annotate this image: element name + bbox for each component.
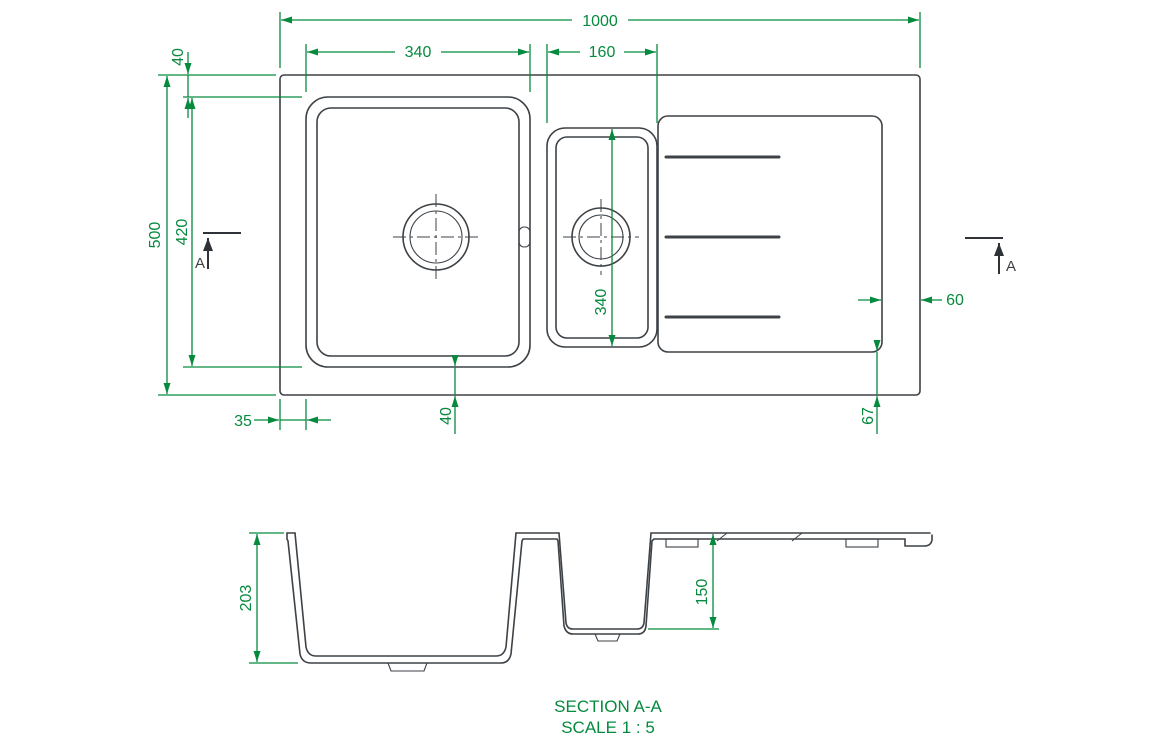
section-outer-profile bbox=[286, 532, 906, 664]
view-title: SECTION A-A SCALE 1 : 5 bbox=[554, 697, 662, 737]
main-bowl-rim bbox=[305, 96, 531, 368]
dim-label: 160 bbox=[589, 44, 616, 61]
section-scale: SCALE 1 : 5 bbox=[561, 718, 655, 737]
dim-label: 340 bbox=[405, 44, 432, 61]
dim-main-bowl-width: 340 bbox=[305, 41, 531, 92]
section-cut-marker-right: A bbox=[965, 237, 1016, 275]
mounting-clip bbox=[845, 538, 879, 548]
dim-rim-bottom: 40 bbox=[438, 355, 459, 434]
dim-label: 340 bbox=[593, 289, 610, 316]
dim-label: 60 bbox=[946, 292, 964, 309]
dim-label: 1000 bbox=[582, 13, 618, 30]
section-cut-marker-left: A bbox=[195, 232, 241, 272]
dim-rim-left: 35 bbox=[234, 399, 331, 430]
dim-main-bowl-length: 420 bbox=[174, 96, 302, 368]
drainer bbox=[657, 115, 883, 353]
main-bowl-inner bbox=[316, 107, 520, 357]
dim-main-bowl-depth: 203 bbox=[238, 532, 298, 664]
overflow-slot bbox=[518, 226, 531, 248]
section-dimensions: 203 150 bbox=[238, 532, 719, 664]
section-half-bowl-inner bbox=[558, 532, 652, 630]
half-bowl-inner bbox=[555, 136, 649, 339]
dim-label: 40 bbox=[438, 407, 455, 425]
deck-tick bbox=[791, 532, 803, 542]
dim-label: 67 bbox=[860, 407, 877, 425]
section-main-drain bbox=[387, 662, 428, 672]
plan-dimensions: 1000 500 420 40 bbox=[147, 9, 964, 434]
half-bowl-rim bbox=[546, 127, 658, 348]
dim-overall-depth: 500 bbox=[147, 74, 276, 396]
dim-half-bowl-width: 160 bbox=[546, 41, 658, 123]
mounting-clip bbox=[665, 538, 699, 548]
dim-half-bowl-depth: 150 bbox=[648, 534, 719, 630]
dim-label: 40 bbox=[170, 48, 187, 66]
section-half-drain bbox=[594, 633, 621, 642]
dim-half-bowl-length: 340 bbox=[593, 129, 616, 346]
drainer-recess bbox=[657, 115, 883, 353]
dim-label: 500 bbox=[147, 222, 164, 249]
section-right-end bbox=[904, 534, 933, 547]
section-letter: A bbox=[1006, 258, 1016, 275]
dim-drainer-edge: 60 bbox=[858, 292, 964, 309]
dim-rim-top: 40 bbox=[170, 48, 192, 118]
dim-label: 203 bbox=[238, 585, 255, 612]
half-bowl bbox=[546, 127, 658, 348]
deck-tick bbox=[716, 532, 728, 542]
section-letter: A bbox=[195, 255, 205, 272]
dim-drainer-bottom: 67 bbox=[860, 340, 881, 434]
dim-label: 150 bbox=[694, 579, 711, 606]
dim-overall-width: 1000 bbox=[279, 9, 921, 68]
sink-outline bbox=[279, 74, 921, 396]
section-title: SECTION A-A bbox=[554, 697, 662, 716]
dim-label: 420 bbox=[174, 219, 191, 246]
plan-view: A A 1000 500 bbox=[147, 9, 1016, 434]
section-main-bowl-inner bbox=[294, 532, 517, 657]
section-view: 203 150 bbox=[238, 532, 933, 672]
dim-label: 35 bbox=[234, 413, 252, 430]
main-bowl bbox=[305, 96, 531, 368]
